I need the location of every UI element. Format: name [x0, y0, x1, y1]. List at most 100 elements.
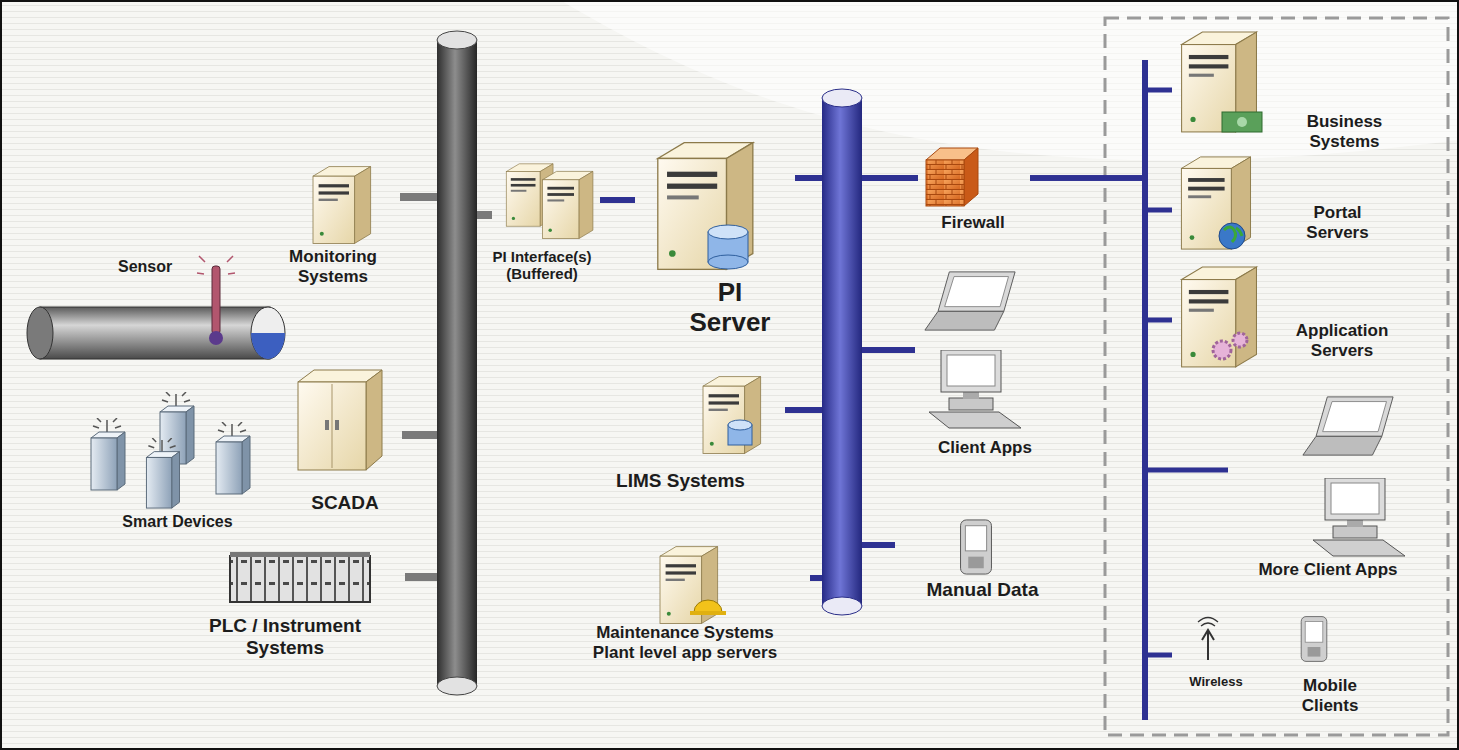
hard-hat-brim — [690, 611, 726, 615]
node-label: Portal Servers — [1290, 203, 1385, 242]
money-note — [1222, 112, 1262, 132]
database-bottom — [708, 255, 748, 269]
hard-hat — [694, 600, 722, 612]
node-text: Client Apps — [915, 438, 1055, 458]
gear — [1233, 333, 1247, 347]
node-label: Firewall — [918, 213, 1028, 233]
firewall-icon — [926, 148, 978, 206]
node-text: More Client Apps — [1228, 560, 1428, 580]
money-mark — [1237, 117, 1247, 127]
node-text: Smart Devices — [80, 513, 275, 531]
icon-node: Client Apps — [915, 268, 1057, 463]
server-tower — [1181, 157, 1250, 249]
plc-rail — [230, 552, 370, 557]
cabinet-seam — [332, 384, 333, 468]
node-text: Business Systems — [1287, 112, 1402, 151]
antenna-top — [1202, 630, 1214, 640]
laptop-icon — [925, 272, 1015, 330]
firewall-side — [964, 148, 978, 206]
node-label: Application Servers — [1272, 321, 1412, 360]
node-text: Manual Data — [895, 579, 1070, 601]
node-label: Monitoring Systems — [268, 247, 398, 286]
monitoring-server-icon — [313, 167, 371, 244]
desktop-icon — [1313, 478, 1405, 556]
bus-cap — [822, 89, 862, 107]
cabinet-handle — [325, 420, 329, 430]
lims-icon — [703, 377, 761, 454]
network-link — [1030, 90, 1172, 178]
plc-modules — [230, 556, 370, 602]
icon-node: LIMS Systems — [578, 373, 785, 498]
cabinet-front — [298, 382, 366, 470]
icon-node: Monitoring Systems — [268, 165, 400, 293]
smart-device — [216, 422, 250, 494]
server-tower — [1182, 267, 1257, 367]
node-text: Firewall — [918, 213, 1028, 233]
icon-node: PI Interface(s) (Buffered) — [492, 158, 600, 313]
node-label: PI Server — [680, 278, 780, 338]
pipe-end — [27, 307, 53, 359]
icon-node: Firewall — [918, 143, 1030, 238]
bus-cap — [437, 31, 477, 49]
node-label: Manual Data — [895, 579, 1070, 601]
gear — [1213, 341, 1231, 359]
wireless-antenna — [1198, 618, 1218, 661]
node-label: Maintenance Systems Plant level app serv… — [574, 623, 796, 662]
node-text: PLC / Instrument Systems — [185, 615, 385, 659]
node-text: Maintenance Systems Plant level app serv… — [574, 623, 796, 662]
icon-node: More Client Apps — [1228, 393, 1430, 588]
maintenance-icon — [660, 547, 726, 624]
cabinet-side — [366, 370, 382, 470]
icon-node: Business Systems — [1172, 28, 1407, 158]
node-label: Client Apps — [915, 438, 1055, 458]
icon-node: Wireless — [1172, 618, 1262, 696]
globe-land — [1224, 227, 1242, 242]
node-text: Wireless — [1172, 675, 1260, 690]
server-tower — [658, 143, 753, 270]
cabinet-handle — [335, 420, 339, 430]
globe — [1219, 223, 1245, 249]
smart-device — [146, 438, 179, 508]
icon-node: PLC / Instrument Systems — [165, 553, 405, 665]
sensor-rays — [197, 256, 235, 274]
node-label: LIMS Systems — [578, 470, 783, 492]
icon-node: PI Server — [635, 138, 795, 340]
database-top — [728, 420, 752, 430]
sensor-pipe — [27, 256, 285, 359]
icon-node: Maintenance Systems Plant level app serv… — [560, 543, 810, 673]
pipe-body — [40, 307, 270, 359]
pipe-mouth — [251, 307, 285, 359]
node-text: PI Server — [680, 278, 780, 338]
node-text: LIMS Systems — [578, 470, 783, 492]
thermometer-bulb — [209, 331, 223, 345]
bus-cap — [437, 677, 477, 695]
plc-rack — [230, 552, 370, 602]
node-label: PI Interface(s) (Buffered) — [492, 248, 592, 283]
node-text: SCADA — [290, 492, 400, 514]
light-swoosh — [560, 0, 1459, 160]
server-network-bus — [822, 98, 862, 606]
network-link — [1030, 178, 1172, 210]
interface-server-icon — [543, 171, 593, 238]
pi-server-icon — [658, 143, 753, 270]
node-text: Mobile Clients — [1285, 676, 1375, 715]
node-label: Sensor — [118, 258, 190, 276]
node-label: More Client Apps — [1228, 560, 1428, 580]
network-link — [1030, 178, 1172, 655]
desktop-icon — [929, 350, 1021, 428]
icon-node: Portal Servers — [1172, 153, 1392, 253]
icon-node: Application Servers — [1172, 263, 1417, 368]
enterprise-zone-outline — [1105, 18, 1448, 735]
application-icon — [1182, 267, 1257, 367]
scada-cabinet — [298, 370, 382, 470]
antenna-waves — [1198, 618, 1218, 627]
icon-node: SCADA — [290, 368, 402, 518]
node-text: Sensor — [118, 258, 190, 276]
thermometer — [212, 266, 220, 334]
handheld-icon — [961, 520, 992, 574]
business-icon — [1182, 32, 1262, 132]
network-link — [1030, 178, 1172, 320]
